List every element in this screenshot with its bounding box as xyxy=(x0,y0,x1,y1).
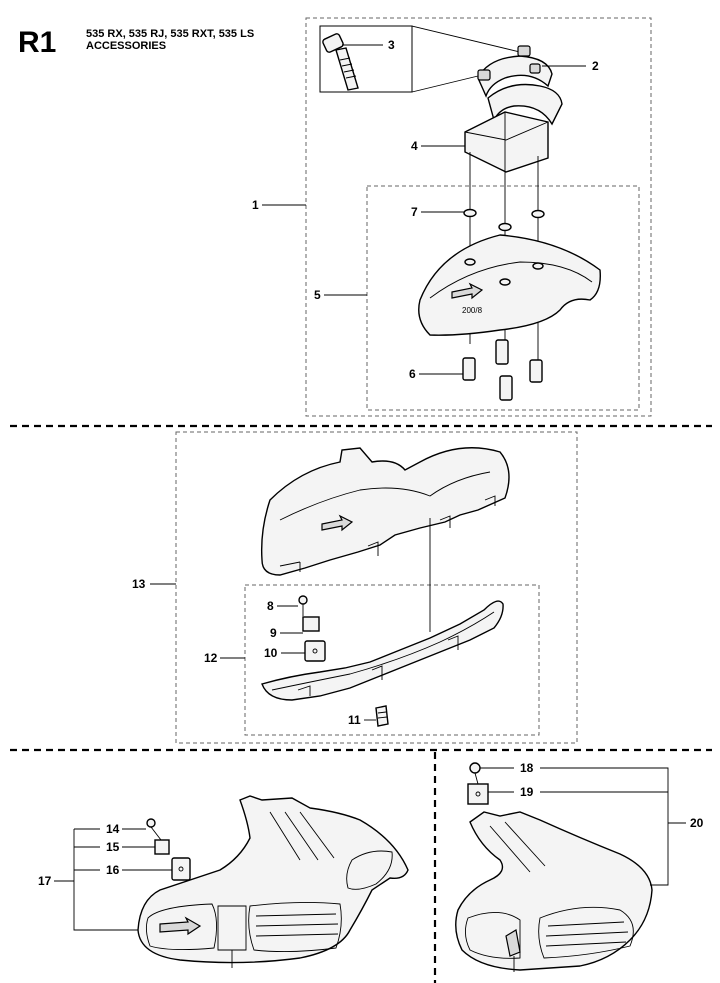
callout-16: 16 xyxy=(106,863,120,877)
model-list: 535 RX, 535 RJ, 535 RXT, 535 LS xyxy=(86,28,255,40)
callout-1: 1 xyxy=(252,198,259,212)
callout-20: 20 xyxy=(690,816,704,830)
washer-part-7 xyxy=(463,208,545,232)
bolt-part-6 xyxy=(462,339,543,401)
screw-part-8 xyxy=(298,595,308,616)
callout-9: 9 xyxy=(270,626,277,640)
callout-15: 15 xyxy=(106,840,120,854)
callout-11: 11 xyxy=(348,713,361,727)
nut-part-19 xyxy=(467,783,489,805)
callout-10: 10 xyxy=(264,646,278,660)
screw-part-14 xyxy=(146,818,162,841)
group-box-5 xyxy=(366,185,640,411)
nut-part-15 xyxy=(154,839,170,855)
callout-2: 2 xyxy=(592,59,599,73)
callout-6: 6 xyxy=(409,367,416,381)
callout-19: 19 xyxy=(520,785,534,799)
guard-part-13 xyxy=(260,447,510,576)
callout-3: 3 xyxy=(388,38,395,52)
callout-4: 4 xyxy=(411,139,418,153)
guard-part-5: 200/8 xyxy=(418,234,601,336)
guard-part-12 xyxy=(261,600,504,701)
plate-part-10 xyxy=(304,640,326,662)
screw-part-18 xyxy=(469,762,481,785)
group-box-12 xyxy=(244,584,540,736)
callout-14: 14 xyxy=(106,822,120,836)
guard-part-20 xyxy=(455,811,653,972)
guard-decal-text: 200/8 xyxy=(462,306,483,315)
callout-5: 5 xyxy=(314,288,321,302)
nut-part-9 xyxy=(302,616,320,632)
screw-part-3 xyxy=(319,25,521,93)
clip-part-11 xyxy=(375,705,389,727)
diagram-title: ACCESSORIES xyxy=(86,40,167,52)
group-box-13 xyxy=(175,431,578,744)
callout-17: 17 xyxy=(38,874,52,888)
callout-18: 18 xyxy=(520,761,534,775)
diagram-code: R1 xyxy=(18,26,57,59)
clamp-part-2 xyxy=(477,45,563,126)
plate-part-16 xyxy=(171,857,191,881)
guard-part-17 xyxy=(137,795,409,968)
callout-12: 12 xyxy=(204,651,218,665)
callout-8: 8 xyxy=(267,599,274,613)
callout-13: 13 xyxy=(132,577,146,591)
callout-7: 7 xyxy=(411,205,418,219)
block-part-4 xyxy=(464,111,549,173)
